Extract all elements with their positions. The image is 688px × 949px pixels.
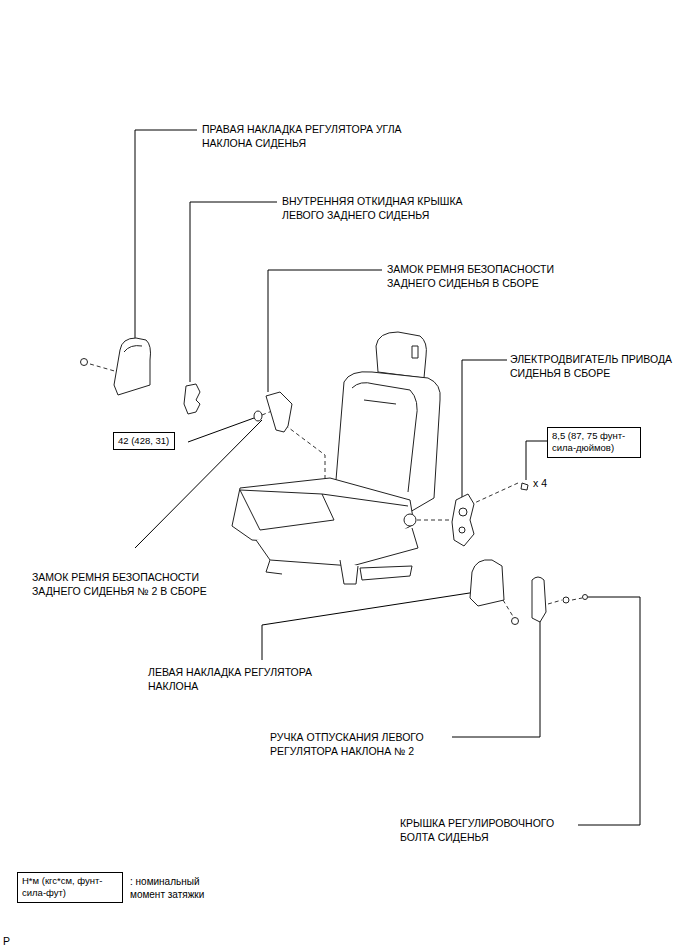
leader-line (462, 360, 507, 498)
part-name: ЗАМОК РЕМНЯ БЕЗОПАСНОСТИ ЗАДНЕГО СИДЕНЬЯ… (387, 262, 587, 290)
part-name: КРЫШКА РЕГУЛИРОВОЧНОГО БОЛТА СИДЕНЬЯ (400, 816, 572, 844)
torque-box: 8,5 (87, 75 фунт-сила-дюймов) (547, 427, 641, 458)
page-mark: P (3, 934, 23, 948)
part-name: ЗАМОК РЕМНЯ БЕЗОПАСНОСТИ ЗАДНЕГО СИДЕНЬЯ… (32, 570, 232, 598)
legend-box: Н*м (кгс*см, фунт-сила-фут): номинальный… (17, 872, 123, 903)
torque-value: 42 (428, 31) (118, 435, 170, 447)
leader-line (135, 130, 197, 338)
torque-value: 8,5 (87, 75 фунт-сила-дюймов) (552, 430, 636, 455)
part-name: ЛЕВАЯ НАКЛАДКА РЕГУЛЯТОРА НАКЛОНА (148, 665, 333, 693)
leader-line (526, 441, 547, 480)
legend-note: : номинальный момент затяжки (130, 875, 225, 901)
leader-line (262, 592, 476, 660)
leader-line (190, 202, 277, 382)
part-name: ПРАВАЯ НАКЛАДКА РЕГУЛЯТОРА УГЛА НАКЛОНА … (202, 122, 402, 150)
leader-line (452, 612, 540, 737)
part-name: РУЧКА ОТПУСКАНИЯ ЛЕВОГО РЕГУЛЯТОРА НАКЛО… (270, 730, 448, 758)
quantity: x 4 (533, 476, 573, 490)
part-name: ЭЛЕКТРОДВИГАТЕЛЬ ПРИВОДА СИДЕНЬЯ В СБОРЕ (510, 352, 684, 380)
part-name: ВНУТРЕННЯЯ ОТКИДНАЯ КРЫШКА ЛЕВОГО ЗАДНЕГ… (282, 194, 482, 222)
torque-box: 42 (428, 31) (113, 432, 175, 450)
leader-line (578, 597, 640, 825)
torque-value: Н*м (кгс*см, фунт-сила-фут) (22, 875, 118, 900)
